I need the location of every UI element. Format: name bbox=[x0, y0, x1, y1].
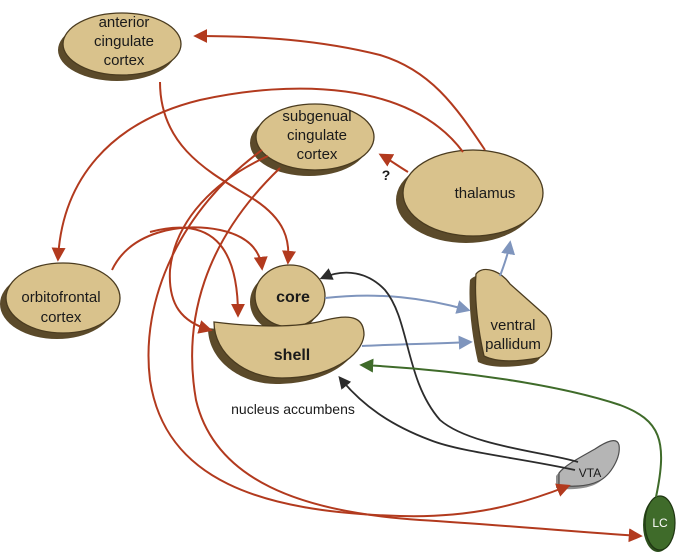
ventral-pallidum-node: ventral pallidum bbox=[469, 268, 553, 367]
orbitofrontal-cortex-node: orbitofrontal cortex bbox=[0, 262, 121, 339]
sgc-label-line-3: cortex bbox=[297, 146, 338, 163]
ofc-to-shell-arrow bbox=[149, 226, 245, 318]
anterior-cingulate-cortex-node: anterior cingulate cortex bbox=[58, 12, 182, 81]
vta-to-core-arrow bbox=[319, 268, 579, 463]
accumbens-core-node: core bbox=[250, 264, 326, 333]
shell-label: shell bbox=[274, 347, 310, 364]
vta-label: VTA bbox=[579, 466, 601, 480]
accumbens-shell-node: shell bbox=[208, 316, 365, 384]
uncertain-projection-mark: ? bbox=[382, 167, 391, 183]
sgc-to-vta-arrow bbox=[147, 149, 571, 518]
sgc-to-lc-arrow bbox=[191, 167, 643, 543]
shell-to-vp-arrow bbox=[361, 335, 473, 350]
ofc-to-core-arrow bbox=[111, 226, 268, 271]
sgc-label-line-2: cingulate bbox=[287, 127, 347, 144]
core-label: core bbox=[276, 289, 310, 306]
acc-label-line-2: cingulate bbox=[94, 33, 154, 50]
lc-label: LC bbox=[652, 516, 668, 530]
lc-to-shell-arrow bbox=[359, 358, 663, 498]
acc-label-line-1: anterior bbox=[99, 14, 150, 31]
thalamus-label: thalamus bbox=[455, 185, 516, 202]
vp-to-thalamus-arrow bbox=[499, 240, 516, 277]
vp-label-line-1: ventral bbox=[490, 317, 535, 334]
thalamus-to-acc-arrow bbox=[193, 29, 486, 151]
ofc-label-line-2: cortex bbox=[41, 309, 82, 326]
sgc-label-line-1: subgenual bbox=[282, 108, 351, 125]
core-to-vp-arrow bbox=[324, 294, 471, 314]
thalamus-to-ofc-arrow bbox=[51, 87, 464, 262]
thalamus-to-sgc-arrow bbox=[378, 153, 409, 173]
subgenual-cingulate-cortex-node: subgenual cingulate cortex bbox=[250, 103, 375, 176]
vta-to-shell-arrow bbox=[338, 376, 576, 471]
nucleus-accumbens-label: nucleus accumbens bbox=[231, 401, 355, 417]
thalamus-node: thalamus bbox=[396, 149, 544, 243]
vta-node: VTA bbox=[556, 440, 620, 490]
acc-to-core-arrow bbox=[159, 81, 296, 265]
acc-label-line-3: cortex bbox=[104, 52, 145, 69]
lc-node: LC bbox=[643, 495, 676, 552]
vp-label-line-2: pallidum bbox=[485, 336, 541, 353]
ofc-label-line-1: orbitofrontal bbox=[21, 289, 100, 306]
